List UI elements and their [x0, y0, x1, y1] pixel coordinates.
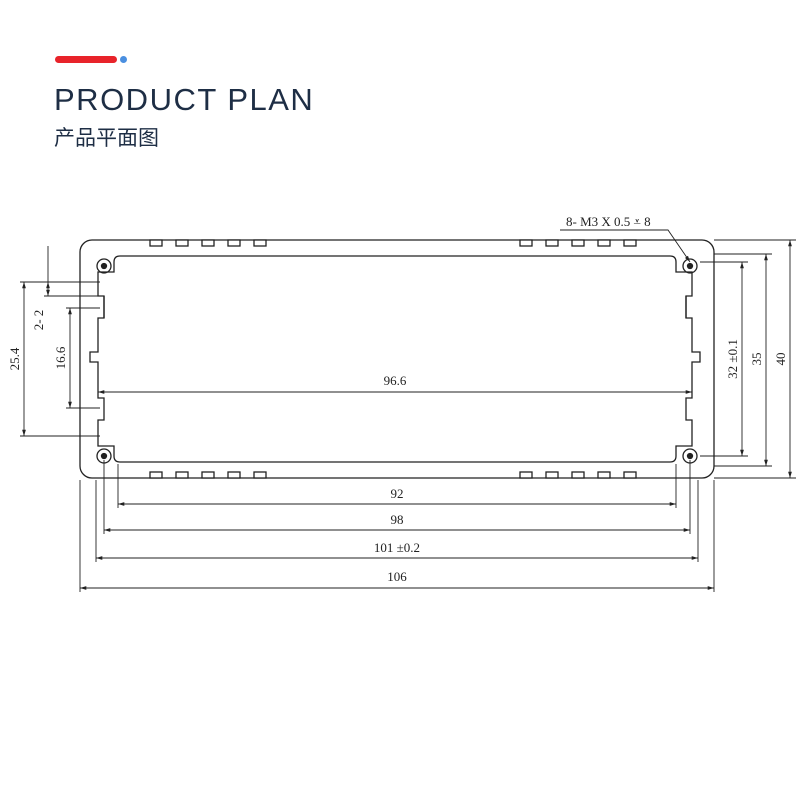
inner-width-label: 96.6 [384, 373, 407, 388]
hole-pitch-label: 92 [391, 486, 404, 501]
inner-cavity [89, 255, 701, 463]
left-inner-height-label: 16.6 [53, 346, 68, 369]
screw-callout-leader [560, 229, 691, 263]
overall-width-label: 106 [387, 569, 407, 584]
accent-bar-red [55, 56, 117, 63]
outer-tolerance-label: 101 ±0.2 [374, 540, 420, 555]
page-title: PRODUCT PLAN [54, 82, 315, 117]
left-small-label: 2- 2 [31, 310, 46, 331]
enclosure-profile [79, 239, 715, 479]
top-fins [149, 239, 637, 247]
right-inner-height-label: 32 ±0.1 [725, 339, 740, 379]
page-subtitle: 产品平面图 [54, 126, 159, 150]
vertical-dimensions [20, 229, 796, 479]
screw-hole-top-right [682, 258, 698, 274]
dimension-labels: 8- M3 X 0.5 ⩡ 8 96.6 92 98 101 ±0.2 106 … [7, 214, 788, 584]
accent-dot-blue [120, 56, 127, 63]
screw-hole-top-left [96, 258, 112, 274]
left-outer-height-label: 25.4 [7, 347, 22, 370]
screw-callout-label: 8- M3 X 0.5 ⩡ 8 [566, 214, 651, 229]
mid-width-label: 98 [391, 512, 404, 527]
right-overall-height-label: 40 [773, 353, 788, 366]
horizontal-dimensions [79, 390, 715, 592]
right-mid-height-label: 35 [749, 353, 764, 366]
bottom-fins [149, 471, 637, 479]
outer-outline [79, 239, 715, 479]
